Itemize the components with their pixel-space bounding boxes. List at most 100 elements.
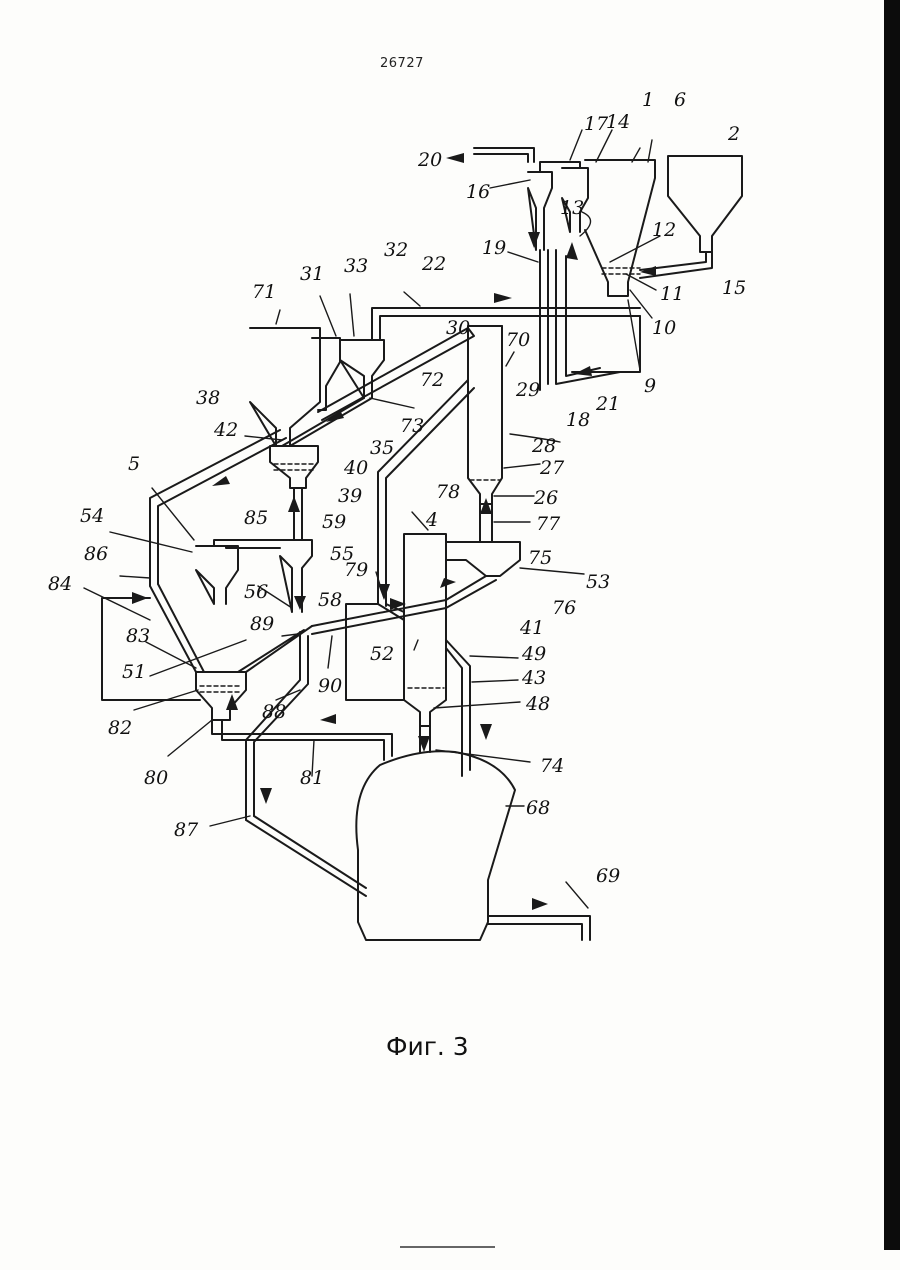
flow-arrow	[260, 788, 272, 804]
label-16: 16	[466, 181, 490, 203]
line-20	[474, 148, 534, 162]
label-28: 28	[531, 435, 556, 457]
label-14: 14	[606, 111, 630, 133]
label-83: 83	[126, 625, 150, 647]
line-86	[102, 598, 200, 700]
label-48: 48	[525, 693, 550, 715]
label-82: 82	[108, 717, 132, 739]
cyclone-54	[196, 546, 238, 604]
vessel-6	[585, 160, 655, 296]
label-76: 76	[552, 597, 576, 619]
label-40: 40	[343, 457, 368, 479]
label-21: 21	[595, 393, 620, 415]
label-68: 68	[526, 797, 550, 819]
line-87	[246, 816, 366, 896]
label-77: 77	[536, 513, 561, 535]
line-81	[212, 720, 392, 760]
vessel-71	[250, 328, 320, 446]
label-75: 75	[528, 547, 552, 569]
label-9: 9	[644, 375, 656, 397]
label-70: 70	[506, 329, 530, 351]
label-2: 2	[727, 123, 740, 145]
label-80: 80	[144, 767, 168, 789]
hopper-2	[668, 156, 742, 252]
label-17: 17	[584, 113, 609, 135]
flow-arrow	[212, 476, 230, 486]
flow-arrow	[532, 898, 548, 910]
label-90: 90	[318, 675, 342, 697]
label-38: 38	[196, 387, 220, 409]
reactor-4	[404, 534, 446, 726]
line-39	[294, 488, 302, 540]
label-89: 89	[250, 613, 274, 635]
cyclone-55	[280, 540, 312, 612]
label-79: 79	[344, 559, 368, 581]
label-88: 88	[262, 701, 286, 723]
flow-arrow	[566, 242, 578, 260]
label-74: 74	[540, 755, 564, 777]
label-86: 86	[84, 543, 108, 565]
line-43	[446, 640, 470, 776]
label-31: 31	[300, 263, 324, 285]
label-43: 43	[521, 667, 546, 689]
label-18: 18	[566, 409, 590, 431]
label-5: 5	[128, 453, 140, 475]
label-58: 58	[318, 589, 342, 611]
label-87: 87	[174, 819, 199, 841]
label-32: 32	[384, 239, 408, 261]
label-42: 42	[213, 419, 238, 441]
line-69	[488, 916, 590, 940]
label-19: 19	[482, 237, 506, 259]
vessel-71-body	[270, 446, 318, 488]
flow-arrow	[528, 232, 540, 248]
label-30: 30	[446, 317, 470, 339]
label-29: 29	[515, 379, 540, 401]
flow-arrow	[480, 724, 492, 740]
footer-rule	[400, 1246, 495, 1248]
label-33: 33	[344, 255, 368, 277]
label-13: 13	[560, 197, 584, 219]
label-12: 12	[652, 219, 676, 241]
label-1: 1	[642, 89, 654, 111]
box-21	[572, 316, 640, 372]
label-72: 72	[420, 369, 444, 391]
flow-arrow	[640, 266, 656, 276]
label-41: 41	[519, 617, 544, 639]
label-39: 39	[338, 485, 362, 507]
flow-arrow	[480, 498, 492, 514]
label-81: 81	[300, 767, 324, 789]
label-78: 78	[436, 481, 460, 503]
flow-arrow	[494, 293, 512, 303]
label-20: 20	[417, 149, 442, 171]
flow-arrow	[132, 592, 148, 604]
flow-arrow	[440, 578, 456, 588]
label-52: 52	[370, 643, 394, 665]
label-85: 85	[244, 507, 268, 529]
label-27: 27	[539, 457, 565, 479]
cyclone-31	[312, 338, 340, 410]
flow-arrow	[294, 596, 306, 610]
label-26: 26	[533, 487, 558, 509]
label-15: 15	[722, 277, 746, 299]
flow-arrow	[446, 153, 464, 163]
label-10: 10	[652, 317, 676, 339]
label-59: 59	[322, 511, 346, 533]
cyclone-75	[446, 542, 520, 576]
label-69: 69	[596, 865, 620, 887]
label-73: 73	[400, 415, 424, 437]
label-49: 49	[521, 643, 546, 665]
label-11: 11	[660, 283, 684, 305]
vessel-80	[196, 672, 246, 720]
label-56: 56	[244, 581, 268, 603]
flow-arrow	[288, 496, 300, 512]
label-51: 51	[122, 661, 146, 683]
label-53: 53	[586, 571, 610, 593]
figure-caption: Фиг. 3	[386, 1032, 469, 1061]
line-72	[318, 328, 474, 420]
label-22: 22	[421, 253, 446, 275]
label-54: 54	[80, 505, 104, 527]
label-6: 6	[674, 89, 686, 111]
flow-arrow	[320, 714, 336, 724]
vessel-27	[468, 326, 502, 504]
